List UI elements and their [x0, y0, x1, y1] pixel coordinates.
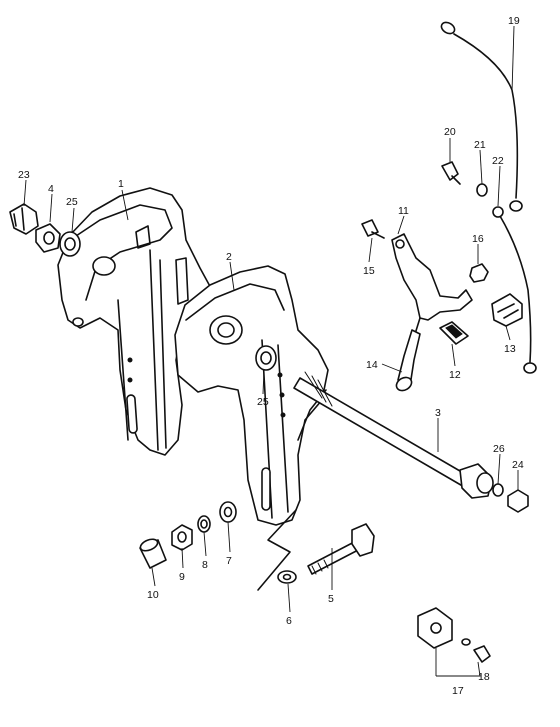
callout-25-left: 25: [66, 196, 78, 208]
washer-25-left: [59, 231, 81, 257]
plug-24: [507, 489, 529, 513]
washer-7: [219, 501, 237, 523]
callout-25-right: 25: [257, 396, 269, 408]
cord-19: [440, 21, 537, 374]
clamp-bracket-left: [57, 187, 213, 456]
clamp-bolt: [293, 371, 494, 499]
lever-plate-11: [391, 233, 473, 351]
callout-13: 13: [504, 343, 516, 355]
callout-2: 2: [226, 251, 232, 263]
callout-20: 20: [444, 126, 456, 138]
callout-8: 8: [202, 559, 208, 571]
screw-18: [473, 645, 491, 663]
washer-6: [277, 570, 297, 584]
nut-16: [469, 263, 489, 283]
callout-17: 17: [452, 685, 464, 697]
callout-6: 6: [286, 615, 292, 627]
callout-19: 19: [508, 15, 520, 27]
callout-18: 18: [478, 671, 490, 683]
cap-10: [139, 538, 167, 569]
lock-washer-8: [197, 515, 211, 533]
break-line: [257, 509, 297, 591]
callout-9: 9: [179, 571, 185, 583]
bolt-5: [307, 523, 375, 575]
clip-13: [491, 293, 523, 327]
callout-5: 5: [328, 593, 334, 605]
lever-arm-14: [395, 329, 421, 392]
callout-22: 22: [492, 155, 504, 167]
washer-26: [492, 483, 504, 497]
washer-21: [476, 183, 488, 197]
callout-23: 23: [18, 169, 30, 181]
screw-15: [361, 219, 385, 239]
callout-7: 7: [226, 555, 232, 567]
callout-16: 16: [472, 233, 484, 245]
callout-12: 12: [449, 369, 461, 381]
callout-14: 14: [366, 359, 378, 371]
bracket-bore: [92, 256, 116, 276]
callout-15: 15: [363, 265, 375, 277]
callout-11: 11: [398, 205, 409, 217]
callout-26: 26: [493, 443, 505, 455]
clamp-bracket-right: [174, 265, 329, 526]
screw-20: [441, 161, 461, 185]
callout-24: 24: [512, 459, 524, 471]
leader-lines: [23, 25, 519, 677]
callout-21: 21: [474, 139, 486, 151]
cap-nut-23: [9, 203, 39, 235]
callout-3: 3: [435, 407, 441, 419]
callout-1: 1: [118, 178, 124, 190]
washer-25-right: [255, 345, 277, 371]
block-17: [417, 607, 471, 649]
plate-12: [439, 321, 469, 345]
nut-4: [35, 223, 61, 253]
terminal-22: [492, 206, 504, 218]
callout-4: 4: [48, 183, 54, 195]
nut-9: [171, 524, 193, 551]
callout-10: 10: [147, 589, 159, 601]
